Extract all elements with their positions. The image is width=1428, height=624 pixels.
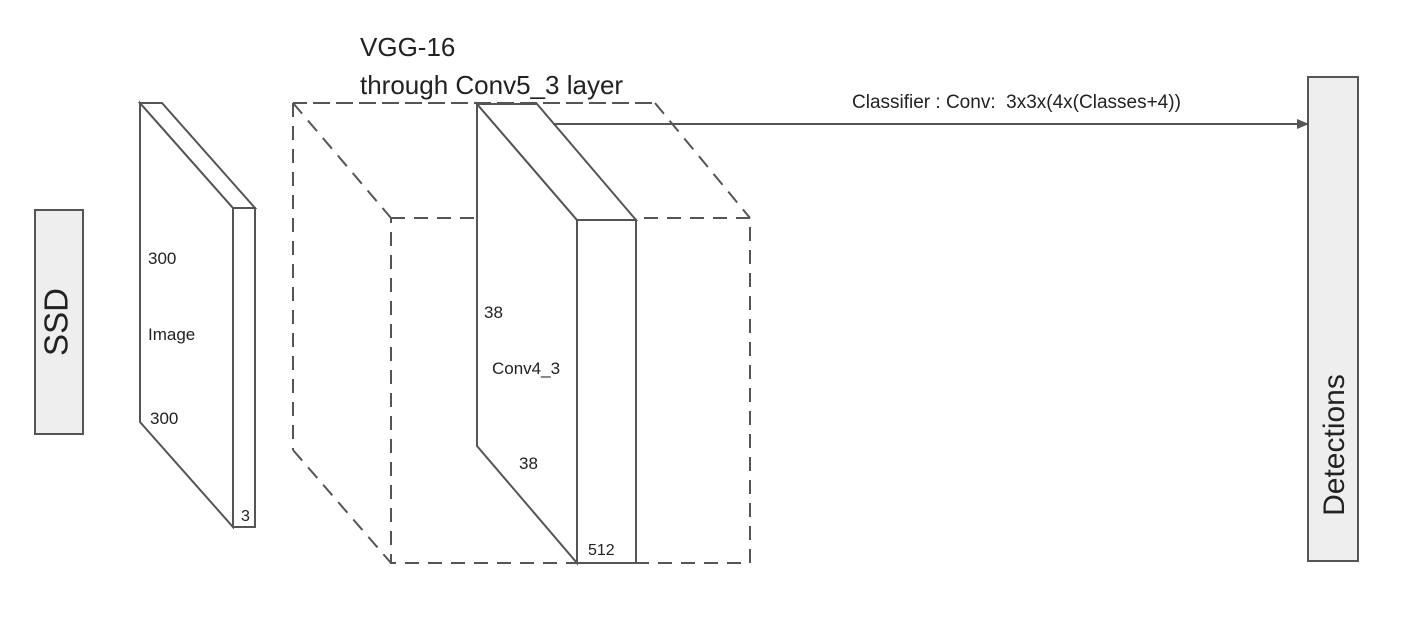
ssd-box: SSD: [34, 209, 84, 435]
input-width-label: 300: [150, 409, 178, 428]
conv4-3-slab: 38 Conv4_3 38 512: [474, 101, 639, 566]
detections-box: Detections: [1307, 76, 1359, 562]
detections-label: Detections: [1318, 374, 1351, 516]
input-height-label: 300: [148, 249, 176, 268]
ssd-label: SSD: [38, 288, 75, 356]
input-name-label: Image: [148, 325, 195, 344]
conv-height-label: 38: [484, 303, 503, 322]
classifier-arrow: Classifier : Conv: 3x3x(4x(Classes+4)): [553, 92, 1309, 129]
input-image-slab: 300 Image 300 3: [137, 100, 258, 530]
vgg16-dashed-cube: [292, 102, 751, 564]
input-slab-side-face: [232, 207, 256, 528]
conv-name-label: Conv4_3: [492, 359, 560, 378]
vgg-title-line1: VGG-16: [360, 32, 455, 62]
vgg-title-line2: through Conv5_3 layer: [360, 70, 623, 100]
vgg-cube-front-face: [390, 217, 751, 564]
conv-slab-side-face: [576, 219, 637, 564]
input-depth-label: 3: [241, 508, 250, 525]
conv-width-label: 38: [519, 454, 538, 473]
classifier-label: Classifier : Conv: 3x3x(4x(Classes+4)): [852, 92, 1181, 113]
conv-depth-label: 512: [588, 542, 615, 559]
